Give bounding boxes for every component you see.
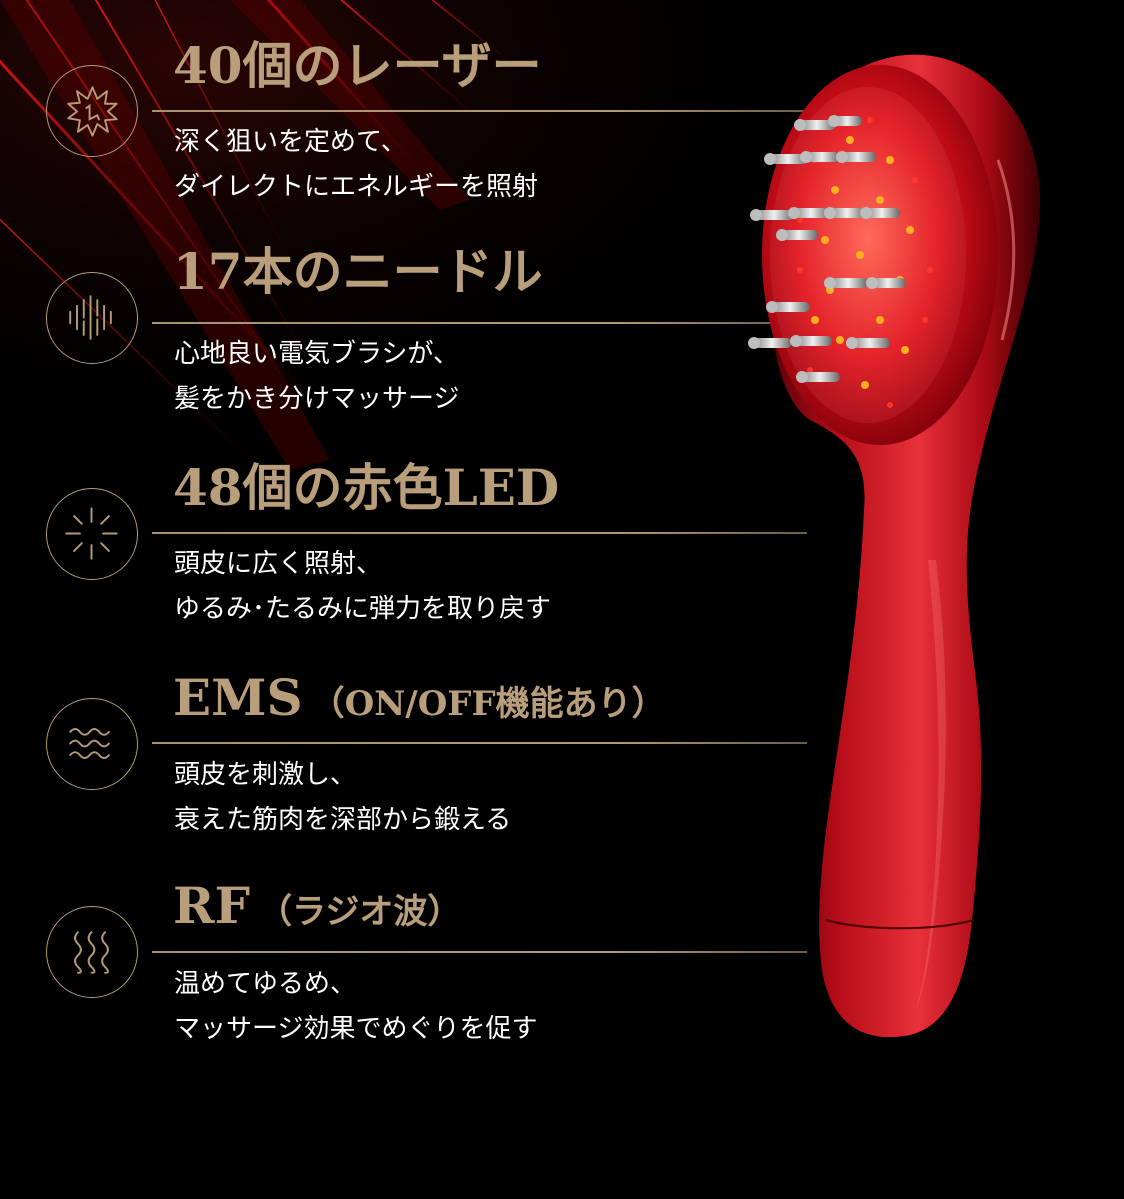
laser-burst-icon xyxy=(46,65,138,157)
product-device-image xyxy=(748,54,1040,1038)
feature-ems: EMS（ON/OFF機能あり） 頭皮を刺激し、 衰えた筋肉を深部から鍛える xyxy=(0,0,820,835)
feature-title: 48個の赤色LED xyxy=(173,458,560,517)
feature-title: EMS（ON/OFF機能あり） xyxy=(173,668,666,727)
feature-description: 頭皮に広く照射、 ゆるみ･たるみに弾力を取り戻す xyxy=(174,549,552,624)
feature-title: 40個のレーザー xyxy=(173,36,542,95)
feature-description: 深く狙いを定めて、 ダイレクトにエネルギーを照射 xyxy=(174,127,539,202)
feature-title: RF（ラジオ波） xyxy=(173,876,462,935)
feature-title: 17本のニードル xyxy=(173,242,543,301)
divider xyxy=(152,951,807,953)
feature-red-led: 48個の赤色LED 頭皮に広く照射、 ゆるみ･たるみに弾力を取り戻す xyxy=(0,0,820,624)
divider xyxy=(152,742,807,744)
feature-description: 温めてゆるめ、 マッサージ効果でめぐりを促す xyxy=(174,969,538,1044)
feature-laser: 40個のレーザー 深く狙いを定めて、 ダイレクトにエネルギーを照射 xyxy=(0,0,820,202)
divider xyxy=(152,322,807,324)
heat-waves-icon xyxy=(46,906,138,998)
needle-lines-icon xyxy=(46,272,138,364)
wave-lines-icon xyxy=(46,698,138,790)
feature-needle: 17本のニードル 心地良い電気ブラシが、 髪をかき分けマッサージ xyxy=(0,0,820,414)
feature-description: 心地良い電気ブラシが、 髪をかき分けマッサージ xyxy=(174,339,460,414)
divider xyxy=(152,532,807,534)
radiant-light-icon xyxy=(46,488,138,580)
divider xyxy=(152,110,807,112)
feature-rf: RF（ラジオ波） 温めてゆるめ、 マッサージ効果でめぐりを促す xyxy=(0,0,820,1044)
feature-description: 頭皮を刺激し、 衰えた筋肉を深部から鍛える xyxy=(174,760,512,835)
